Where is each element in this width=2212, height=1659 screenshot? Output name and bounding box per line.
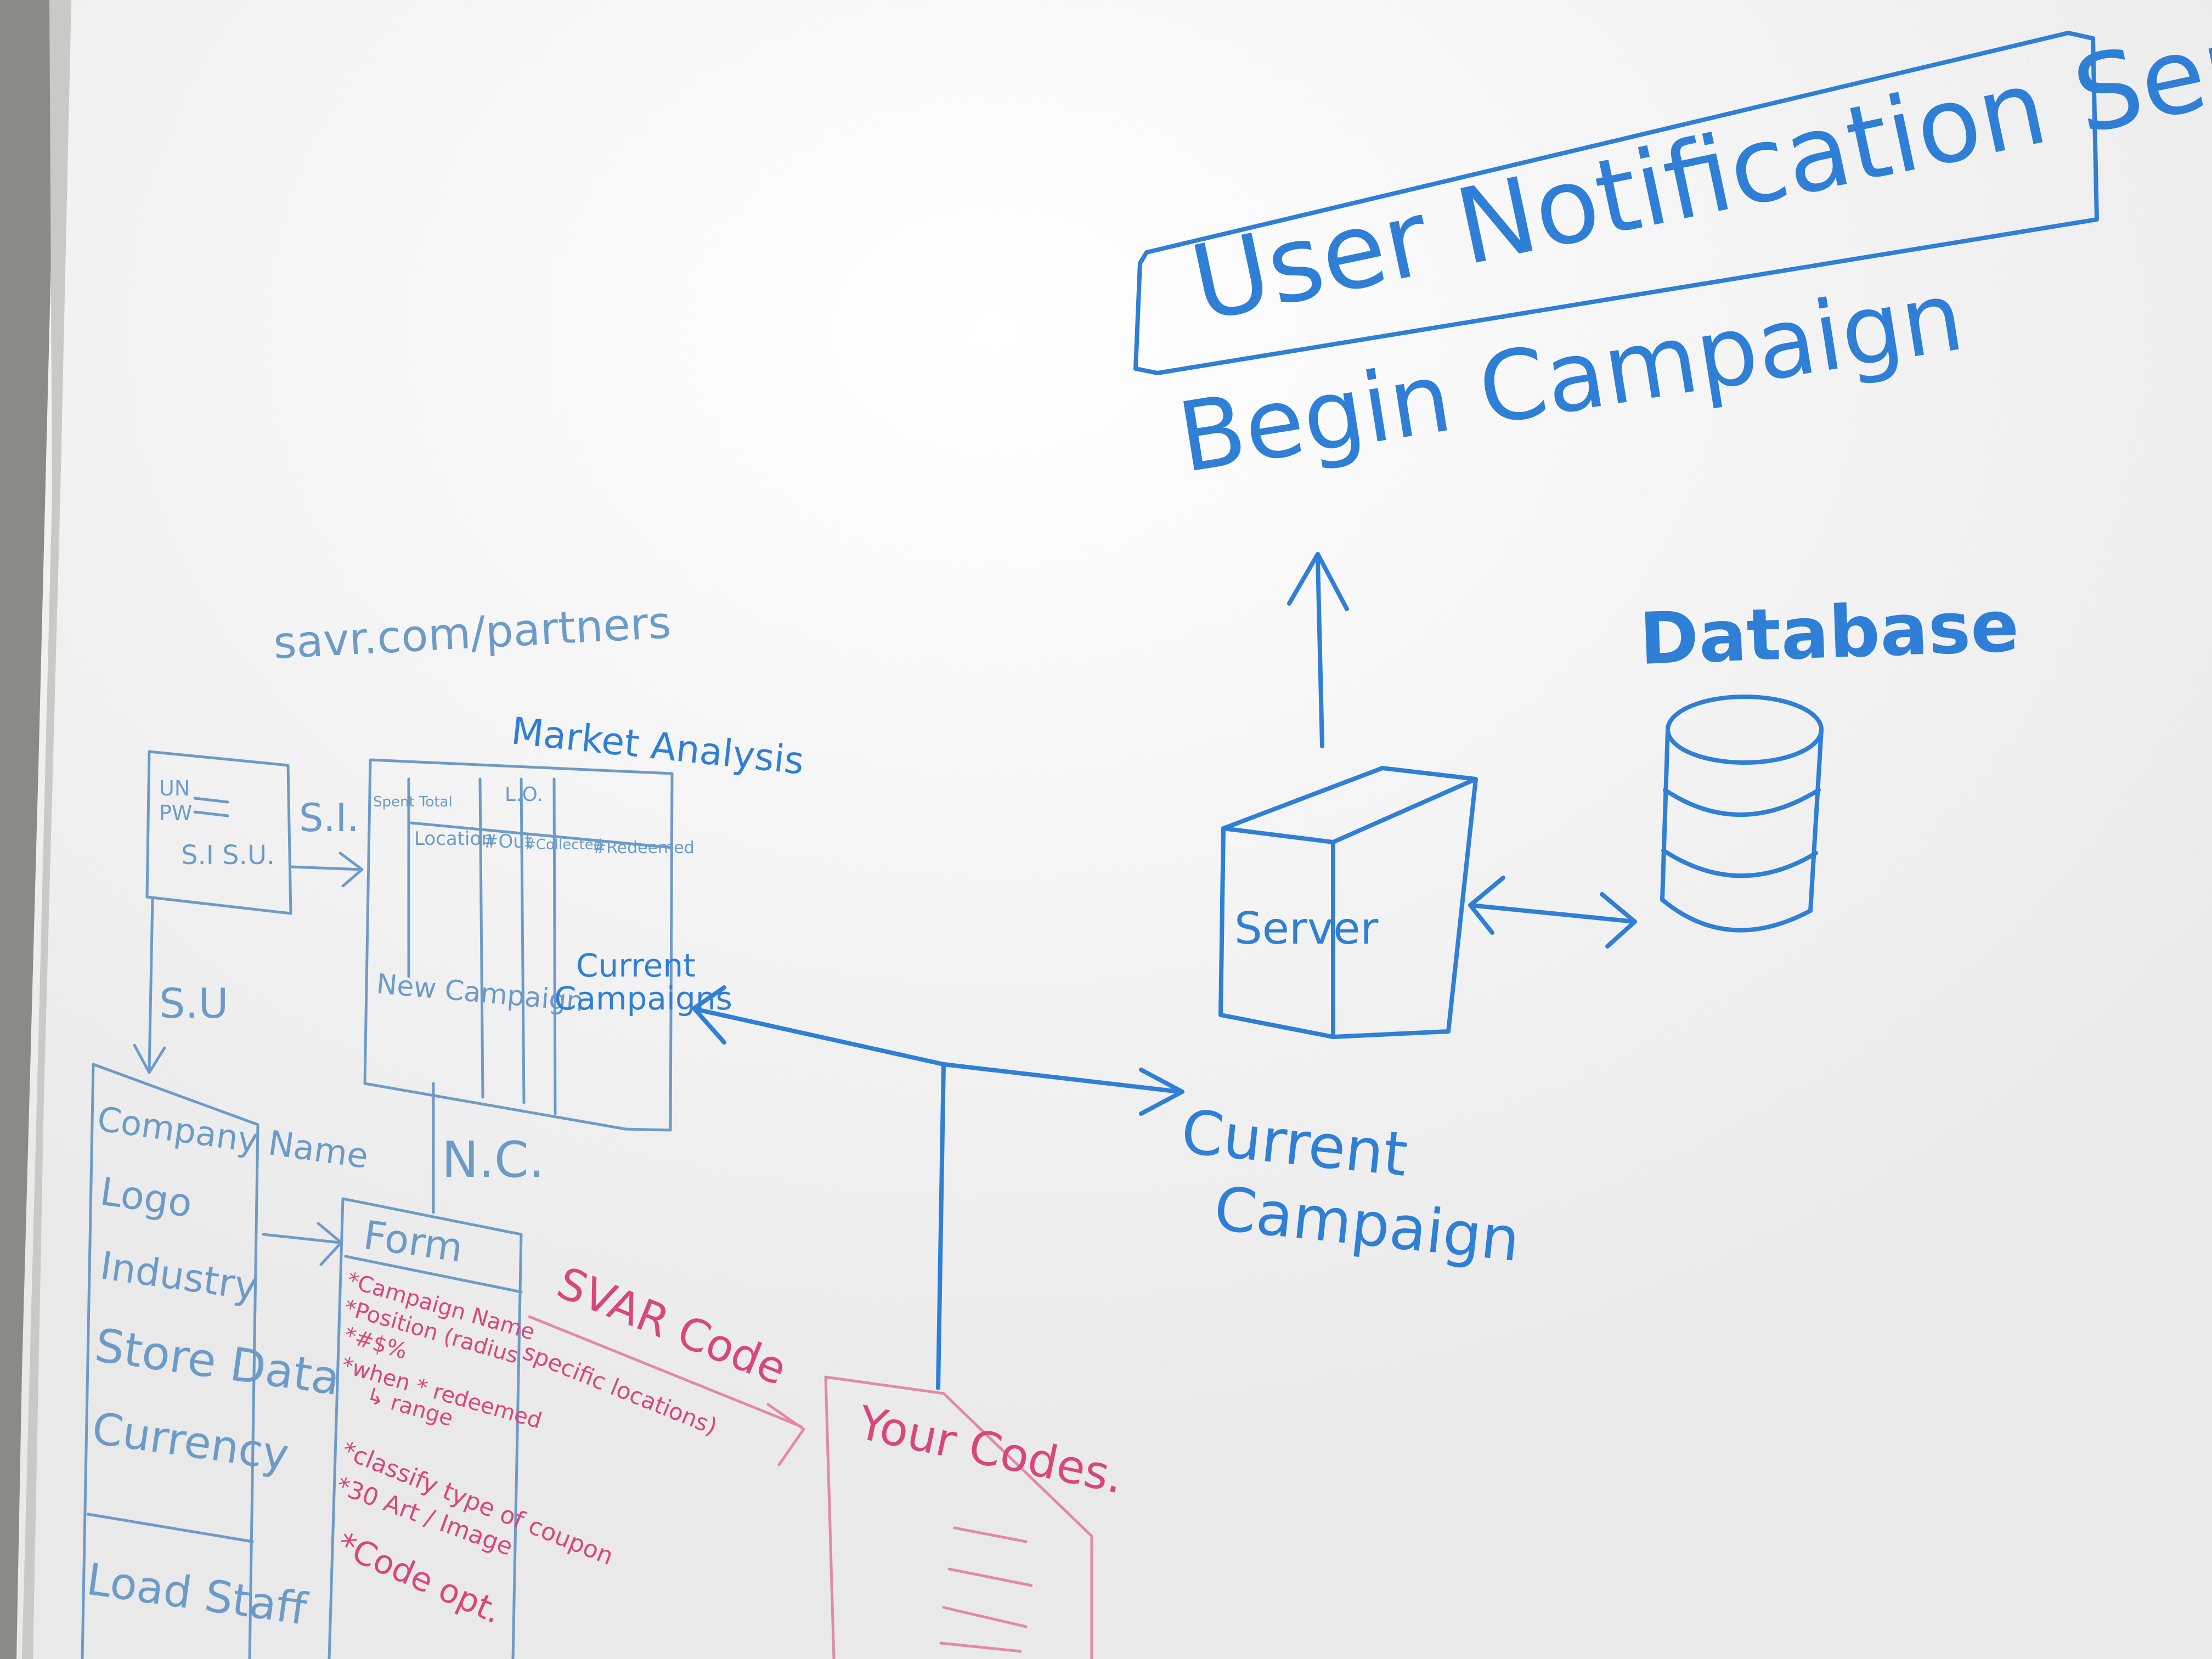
notification-box — [1133, 31, 2099, 375]
server-db-arrow — [1468, 876, 1637, 949]
si-arrow — [289, 851, 364, 888]
wall-edge — [0, 0, 60, 1659]
dashboard-current-line2: Campaigns — [554, 980, 732, 1017]
red-diagram — [528, 1315, 1093, 1659]
pale-blue-diagram — [81, 750, 674, 1659]
su-arrow — [133, 898, 166, 1074]
database-label: Database — [1638, 584, 2021, 681]
campaign-connector — [692, 985, 1184, 1390]
svar-arrow — [528, 1315, 805, 1466]
dashboard-col-collected: #Collected — [524, 837, 602, 853]
form-box — [328, 1197, 523, 1659]
dashboard-col-redeemed: #Redeemed — [592, 838, 695, 857]
dashboard-spent-total: Spent Total — [373, 794, 453, 810]
database-icon — [1660, 695, 1824, 933]
dashboard-lo: L.O. — [505, 783, 543, 806]
your-codes-box — [824, 1375, 1093, 1659]
nc-label: N.C. — [442, 1131, 544, 1189]
login-actions: S.I S.U. — [181, 840, 275, 871]
server-label: Server — [1234, 903, 1378, 954]
login-pw: PW — [159, 801, 193, 825]
blue-diagram — [692, 31, 2099, 1390]
login-box — [145, 750, 292, 915]
server-icon — [1218, 766, 1478, 1039]
dashboard-current-line1: Current — [576, 947, 696, 984]
login-un: UN — [159, 776, 190, 800]
dashboard-col-out: #Out — [483, 831, 532, 853]
si-label: S.I. — [299, 795, 359, 840]
signup-box — [81, 1063, 259, 1659]
dashboard-col-location: Location — [414, 828, 493, 850]
su-label: S.U — [159, 979, 228, 1028]
up-arrow — [1287, 552, 1349, 748]
dashboard-box — [363, 758, 674, 1132]
